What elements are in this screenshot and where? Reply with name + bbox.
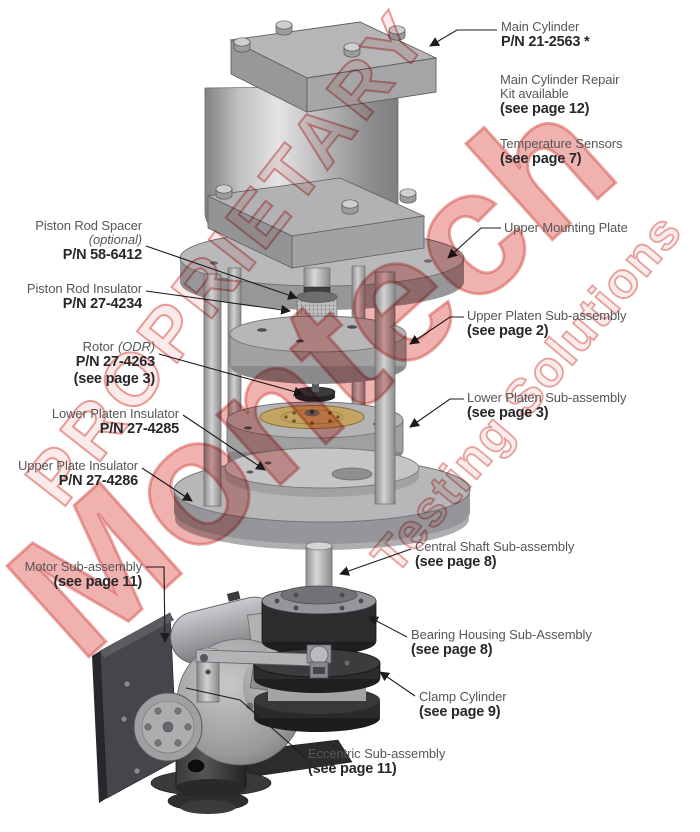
lower-platen-insulator-label: Lower Platen Insulator <box>51 406 179 421</box>
callout-upper-mounting-plate: Upper Mounting Plate <box>504 221 628 235</box>
upper-plate-insulator-label: Upper Plate Insulator <box>17 458 138 473</box>
upper-mounting-plate-label: Upper Mounting Plate <box>504 220 628 235</box>
callout-upper-plate-insulator: Upper Plate Insulator P/N 27-4286 <box>18 459 138 490</box>
leader-main-cylinder <box>429 29 497 47</box>
callout-motor: Motor Sub-assembly (see page 11) <box>24 559 143 591</box>
upper-plate-insulator-part-number: P/N 27-4286 <box>58 473 138 489</box>
eccentric-page-ref: (see page 11) <box>308 761 397 777</box>
main-cylinder-label: Main Cylinder <box>501 19 580 34</box>
bearing-housing-drawing <box>261 585 377 655</box>
rotor-page-ref: (see page 3) <box>73 371 156 387</box>
repair-kit-page-ref: (see page 12) <box>500 101 590 117</box>
leader-upper-platen <box>409 316 464 345</box>
upper-platen-label: Upper Platen Sub-assembly <box>467 308 627 323</box>
leader-piston-rod-insulator <box>145 290 291 315</box>
rotor-label-line: Rotor(ODR) <box>74 340 155 354</box>
piston-rod-spacer-part-number: P/N 58-6412 <box>62 247 142 263</box>
callout-lower-platen-insulator: Lower Platen Insulator P/N 27-4285 <box>52 407 179 438</box>
clamp-cylinder-page-ref: (see page 9) <box>419 704 501 720</box>
callout-lower-platen: Lower Platen Sub-assembly (see page 3) <box>467 391 626 422</box>
support-posts-front <box>203 271 396 507</box>
leader-lower-platen <box>409 398 464 428</box>
upper-plate-insulator-drawing <box>224 447 420 497</box>
leader-eccentric <box>185 687 306 758</box>
temperature-sensors-page-ref: (see page 7) <box>500 151 582 167</box>
leader-bearing-housing <box>368 616 408 638</box>
leader-motor <box>146 566 170 643</box>
motor-page-ref: (see page 11) <box>53 574 143 590</box>
rotor-label: Rotor <box>82 339 114 354</box>
motor-label: Motor Sub-assembly <box>24 559 143 574</box>
drive-arm-drawing <box>195 644 332 679</box>
callout-bearing-housing: Bearing Housing Sub-Assembly (see page 8… <box>411 628 592 659</box>
leader-rotor <box>158 353 304 397</box>
callout-temperature-sensors: Temperature Sensors (see page 7) <box>500 137 622 168</box>
lower-platen-page-ref: (see page 3) <box>467 405 549 421</box>
bolt <box>215 184 417 215</box>
central-shaft-label: Central Shaft Sub-assembly <box>415 539 575 554</box>
piston-rod-spacer-label: Piston Rod Spacer <box>35 218 142 233</box>
callout-piston-rod-insulator: Piston Rod Insulator P/N 27-4234 <box>27 282 142 313</box>
upper-platen-page-ref: (see page 2) <box>467 323 549 339</box>
lower-assembly <box>92 541 381 814</box>
central-shaft-page-ref: (see page 8) <box>415 554 497 570</box>
upper-assembly <box>173 20 471 550</box>
leader-upper-mounting-plate <box>447 227 501 259</box>
bearing-housing-label: Bearing Housing Sub-Assembly <box>411 627 592 642</box>
callout-upper-platen: Upper Platen Sub-assembly (see page 2) <box>467 309 626 340</box>
eccentric-label: Eccentric Sub-assembly <box>308 746 446 761</box>
leader-lines <box>141 29 501 758</box>
callout-main-cylinder: Main Cylinder P/N 21-2563 * <box>501 20 590 51</box>
main-cylinder-drawing <box>204 20 438 269</box>
bolt <box>233 20 406 58</box>
rotor-label-odr: (ODR) <box>117 339 155 354</box>
lower-platen-insulator-part-number: P/N 27-4285 <box>99 421 179 437</box>
leader-piston-rod-spacer <box>145 245 298 300</box>
callout-eccentric: Eccentric Sub-assembly (see page 11) <box>308 747 445 778</box>
callout-repair-kit: Main Cylinder Repair Kit available (see … <box>500 73 619 118</box>
piston-rod-spacer-optional: (optional) <box>88 232 142 247</box>
repair-kit-label-1: Main Cylinder Repair <box>500 72 620 87</box>
bearing-housing-page-ref: (see page 8) <box>411 642 493 658</box>
piston-rod-insulator-label: Piston Rod Insulator <box>26 281 142 296</box>
callout-rotor: Rotor(ODR) P/N 27-4263 (see page 3) <box>73 340 156 388</box>
rotor-part-number: P/N 27-4263 <box>75 354 155 370</box>
callout-piston-rod-spacer: Piston Rod Spacer (optional) P/N 58-6412 <box>35 219 142 264</box>
main-cylinder-part-number: P/N 21-2563 * <box>501 34 590 50</box>
leader-clamp-cylinder <box>379 671 416 697</box>
leader-upper-plate-insulator <box>141 467 193 502</box>
temperature-sensors-label: Temperature Sensors <box>500 136 623 151</box>
lower-platen-label: Lower Platen Sub-assembly <box>467 390 627 405</box>
piston-rod-insulator-part-number: P/N 27-4234 <box>62 296 142 312</box>
leader-lower-platen-insulator <box>182 414 266 471</box>
callout-central-shaft: Central Shaft Sub-assembly (see page 8) <box>415 540 574 571</box>
leader-central-shaft <box>339 548 412 576</box>
repair-kit-label-2: Kit available <box>500 86 569 101</box>
callout-clamp-cylinder: Clamp Cylinder (see page 9) <box>419 689 507 721</box>
clamp-cylinder-label: Clamp Cylinder <box>419 689 507 704</box>
